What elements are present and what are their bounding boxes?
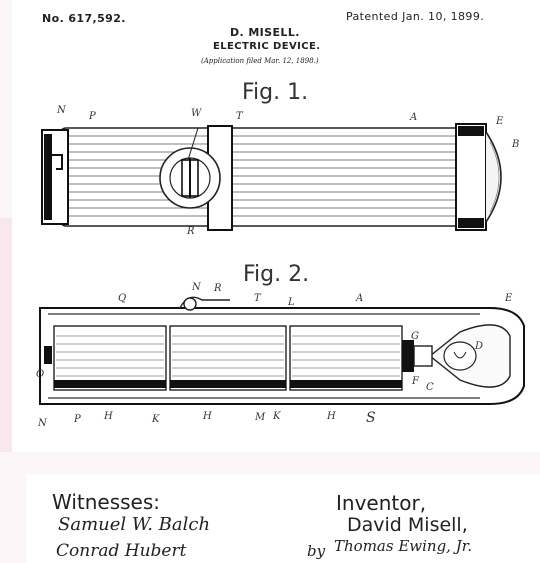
fig2-label-d: D bbox=[475, 341, 484, 352]
fig2-label-s: S bbox=[366, 410, 376, 426]
fig2-label-q: Q bbox=[118, 293, 127, 304]
inventor-name: David Misell, bbox=[347, 514, 468, 536]
figure-2-title: Fig. 2. bbox=[243, 262, 310, 287]
witness-1-signature: Samuel W. Balch bbox=[58, 514, 211, 535]
fig1-label-t: T bbox=[236, 111, 243, 122]
fig2-label-h1: H bbox=[104, 411, 113, 422]
fig2-label-c: C bbox=[426, 382, 434, 393]
inventor-label: Inventor, bbox=[336, 491, 427, 515]
fig1-label-p: P bbox=[89, 111, 96, 122]
witnesses-label: Witnesses: bbox=[52, 490, 161, 514]
fig1-label-n: N bbox=[57, 105, 66, 116]
document-title: ELECTRIC DEVICE. bbox=[213, 41, 321, 52]
fig2-label-f: F bbox=[412, 376, 419, 387]
fig2-label-h3: H bbox=[327, 411, 336, 422]
fig1-label-e: E bbox=[496, 116, 504, 127]
fig2-label-p: P bbox=[74, 414, 81, 425]
inventor-heading: D. MISELL. bbox=[230, 26, 300, 39]
fig2-label-m: M bbox=[255, 412, 266, 423]
fig2-label-e: E bbox=[505, 293, 513, 304]
attorney-prefix: by bbox=[307, 542, 326, 560]
signature-block bbox=[26, 474, 540, 563]
figure-1-title: Fig. 1. bbox=[242, 80, 309, 105]
fig1-label-a: A bbox=[410, 112, 418, 123]
fig2-label-n-bottom: N bbox=[38, 418, 47, 429]
application-date: (Application filed Mar. 12, 1898.) bbox=[201, 57, 319, 65]
fig2-label-l: L bbox=[288, 297, 295, 308]
fig1-label-b: B bbox=[512, 139, 520, 150]
fig2-label-o: O bbox=[36, 369, 45, 380]
fig2-label-n: N bbox=[192, 282, 201, 293]
figure-1-drawing bbox=[41, 123, 502, 231]
fig2-label-g: G bbox=[411, 331, 419, 342]
patent-date: Patented Jan. 10, 1899. bbox=[346, 10, 485, 23]
fig2-label-h2: H bbox=[203, 411, 212, 422]
fig2-label-k1: K bbox=[152, 414, 160, 425]
fig2-label-r: R bbox=[214, 283, 222, 294]
fig2-label-k2: K bbox=[273, 411, 281, 422]
patent-number: No. 617,592. bbox=[42, 12, 126, 25]
figure-2-drawing bbox=[39, 296, 525, 405]
witness-2-signature: Conrad Hubert bbox=[56, 541, 187, 561]
fig2-label-t: T bbox=[254, 293, 261, 304]
page-margin-band bbox=[0, 218, 12, 452]
fig2-label-a: A bbox=[356, 293, 364, 304]
fig1-label-r: R bbox=[187, 226, 195, 237]
fig1-label-w: W bbox=[191, 108, 202, 119]
attorney-signature: Thomas Ewing, Jr. bbox=[334, 537, 473, 555]
